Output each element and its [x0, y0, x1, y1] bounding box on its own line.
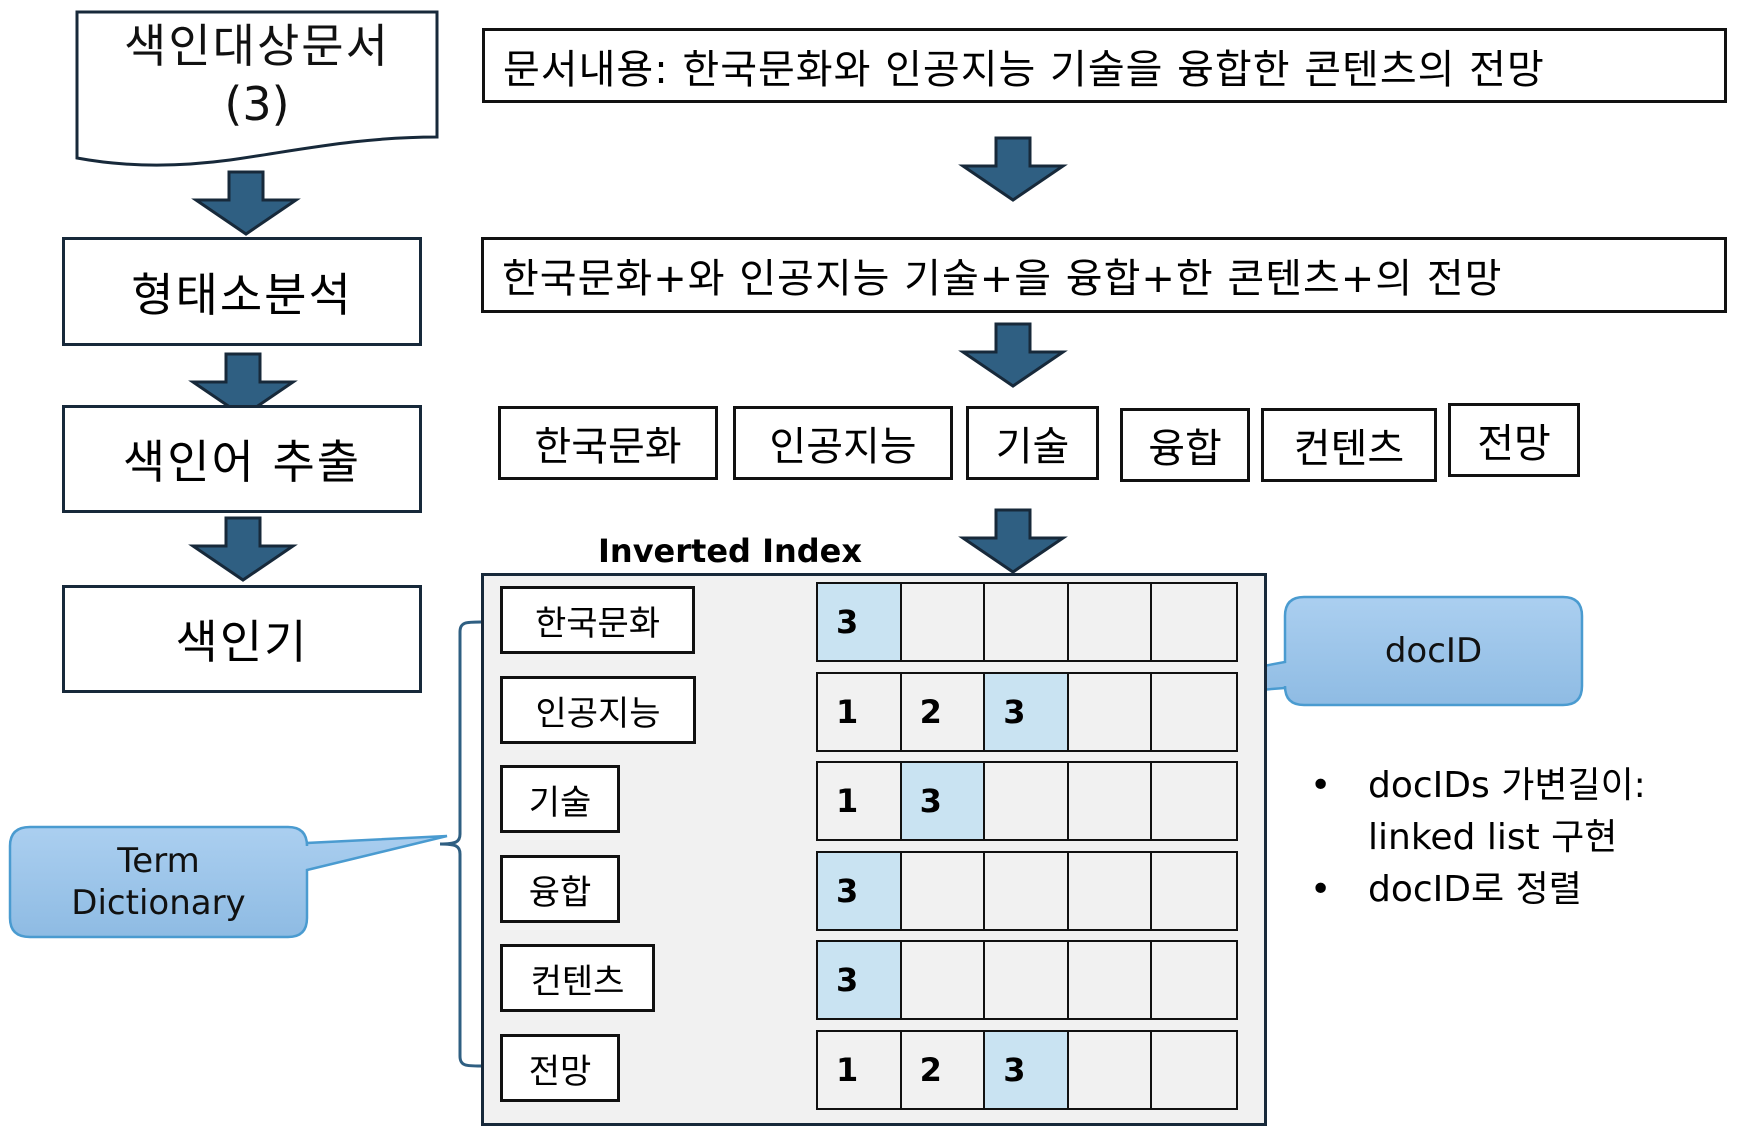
term-label: 컨텐츠 — [530, 961, 625, 1002]
extracted-term-label: 전망 — [1477, 421, 1551, 467]
posting-cell: 1 — [818, 1032, 902, 1108]
extracted-term-box: 전망 — [1448, 403, 1580, 477]
flow-down-arrow-icon — [188, 352, 298, 418]
document-content-box: 문서내용: 한국문화와 인공지능 기술을 융합한 콘텐츠의 전망 — [482, 28, 1727, 103]
term-dictionary-entry: 인공지능 — [500, 676, 696, 744]
term-label: 한국문화 — [534, 603, 661, 644]
flow-step-label: 색인기 — [175, 615, 309, 669]
flow-step-source-documents: 색인대상문서 (3) — [77, 12, 437, 137]
posting-cell — [1152, 584, 1237, 660]
posting-cell — [1152, 763, 1237, 839]
extracted-term-box: 기술 — [966, 406, 1099, 480]
extracted-term-label: 한국문화 — [534, 424, 682, 470]
note-text: docIDs 가변길이: linked list 구현 — [1368, 765, 1646, 858]
posting-cell — [1152, 1032, 1237, 1108]
term-label: 기술 — [528, 782, 592, 823]
posting-cell — [985, 763, 1069, 839]
posting-cell — [1068, 674, 1153, 750]
pipeline-down-arrow-icon — [958, 508, 1068, 574]
posting-cell: 3 — [901, 763, 986, 839]
extracted-term-label: 융합 — [1148, 426, 1222, 472]
extracted-term-label: 기술 — [995, 424, 1070, 470]
posting-cell: 3 — [818, 853, 902, 929]
posting-cell: 2 — [901, 1032, 986, 1108]
posting-cell — [985, 853, 1069, 929]
morph-result-box: 한국문화+와 인공지능 기술+을 융합+한 콘텐츠+의 전망 — [481, 237, 1727, 313]
morph-result-text: 한국문화+와 인공지능 기술+을 융합+한 콘텐츠+의 전망 — [502, 256, 1503, 302]
posting-cell: 1 — [818, 674, 902, 750]
posting-cell — [1068, 584, 1153, 660]
flow-step-morph-analysis: 형태소분석 — [62, 237, 422, 346]
posting-cell: 3 — [818, 584, 902, 660]
flow-step-term-extraction: 색인어 추출 — [62, 405, 422, 513]
flow-step-label: 색인대상문서 — [124, 18, 390, 73]
flow-down-arrow-icon — [188, 516, 298, 582]
term-dictionary-bracket — [439, 620, 482, 1068]
flow-step-indexer: 색인기 — [62, 585, 422, 693]
extracted-term-label: 컨텐츠 — [1293, 426, 1405, 472]
posting-list: 3 — [816, 582, 1238, 662]
notes-list: • docIDs 가변길이: linked list 구현 • docID로 정… — [1310, 760, 1730, 916]
term-dictionary-entry: 컨텐츠 — [500, 944, 655, 1012]
term-dictionary-entry: 전망 — [500, 1034, 620, 1102]
posting-cell — [1152, 942, 1237, 1018]
term-label: 인공지능 — [535, 693, 661, 734]
posting-cell — [1152, 853, 1237, 929]
posting-cell — [1152, 674, 1237, 750]
posting-cell — [901, 942, 986, 1018]
posting-cell: 3 — [985, 1032, 1069, 1108]
pipeline-down-arrow-icon — [958, 322, 1068, 388]
posting-cell: 3 — [985, 674, 1069, 750]
pipeline-down-arrow-icon — [958, 136, 1068, 202]
term-dictionary-label: Term Dictionary — [71, 840, 246, 924]
extracted-term-box: 한국문화 — [498, 406, 718, 480]
posting-cell — [1068, 763, 1153, 839]
term-label: 융합 — [528, 872, 592, 913]
posting-cell: 1 — [818, 763, 902, 839]
extracted-term-label: 인공지능 — [769, 424, 917, 470]
extracted-term-box: 인공지능 — [733, 406, 953, 480]
document-content-text: 문서내용: 한국문화와 인공지능 기술을 융합한 콘텐츠의 전망 — [503, 46, 1545, 93]
posting-cell — [1068, 942, 1153, 1018]
term-dictionary-entry: 융합 — [500, 855, 620, 923]
posting-cell — [901, 584, 986, 660]
extracted-term-box: 융합 — [1120, 408, 1250, 482]
posting-cell — [985, 942, 1069, 1018]
posting-cell — [901, 853, 986, 929]
posting-cell — [1068, 1032, 1153, 1108]
bullet-icon: • — [1310, 765, 1332, 806]
note-item: • docID로 정렬 — [1310, 864, 1730, 916]
posting-cell: 2 — [901, 674, 986, 750]
note-item: • docIDs 가변길이: linked list 구현 — [1310, 760, 1730, 864]
extracted-term-box: 컨텐츠 — [1261, 408, 1437, 482]
posting-cell — [1068, 853, 1153, 929]
docid-label: docID — [1384, 630, 1483, 671]
term-dictionary-callout — [8, 825, 448, 939]
term-label: 전망 — [528, 1051, 592, 1092]
posting-cell — [985, 584, 1069, 660]
flow-step-label: 형태소분석 — [131, 267, 353, 322]
bullet-icon: • — [1310, 869, 1332, 910]
flow-down-arrow-icon — [191, 170, 301, 236]
note-text: docID로 정렬 — [1368, 869, 1582, 910]
posting-cell: 3 — [818, 942, 902, 1018]
flow-step-label: 색인어 추출 — [122, 435, 362, 489]
document-shape — [75, 10, 439, 167]
term-dictionary-entry: 한국문화 — [500, 586, 695, 654]
posting-list: 3 — [816, 940, 1238, 1020]
inverted-index-title: Inverted Index — [598, 532, 863, 570]
posting-list: 3 — [816, 851, 1238, 931]
flow-step-sublabel: (3) — [224, 76, 290, 131]
docid-callout — [1041, 595, 1584, 709]
term-dictionary-entry: 기술 — [500, 765, 620, 833]
